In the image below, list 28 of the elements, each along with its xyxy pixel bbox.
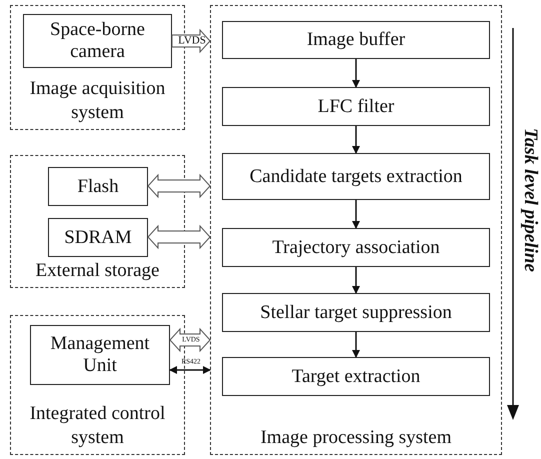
edge-label: LVDS	[178, 36, 206, 46]
arrow	[169, 366, 211, 374]
group-label: Integrated control system	[28, 402, 166, 450]
group-label: External storage	[34, 259, 160, 283]
arrow	[352, 126, 360, 154]
process-box: Target extraction	[222, 357, 490, 396]
block-arrow	[147, 174, 211, 198]
dashed-group-box	[10, 155, 185, 288]
block-arrow	[169, 328, 211, 352]
process-box: SDRAM	[48, 218, 148, 257]
arrow	[352, 200, 360, 229]
arrow	[352, 267, 360, 294]
block-arrow	[147, 224, 211, 250]
process-box: Management Unit	[30, 325, 170, 385]
process-box: Candidate targets extraction	[222, 153, 490, 200]
dashed-group-box	[210, 5, 502, 455]
process-box: Flash	[48, 167, 148, 206]
process-box: Image buffer	[222, 21, 490, 59]
group-label: Image processing system	[259, 426, 452, 450]
process-box: Stellar target suppression	[222, 293, 490, 332]
arrow	[352, 59, 360, 88]
process-box: Trajectory association	[222, 228, 490, 267]
arrow	[352, 332, 360, 358]
block-arrow	[172, 28, 211, 54]
group-label: Image acquisition system	[28, 77, 166, 125]
process-box: Space-borne camera	[23, 14, 172, 68]
process-box: LFC filter	[222, 87, 490, 126]
vertical-label: Task level pipeline	[520, 128, 540, 272]
